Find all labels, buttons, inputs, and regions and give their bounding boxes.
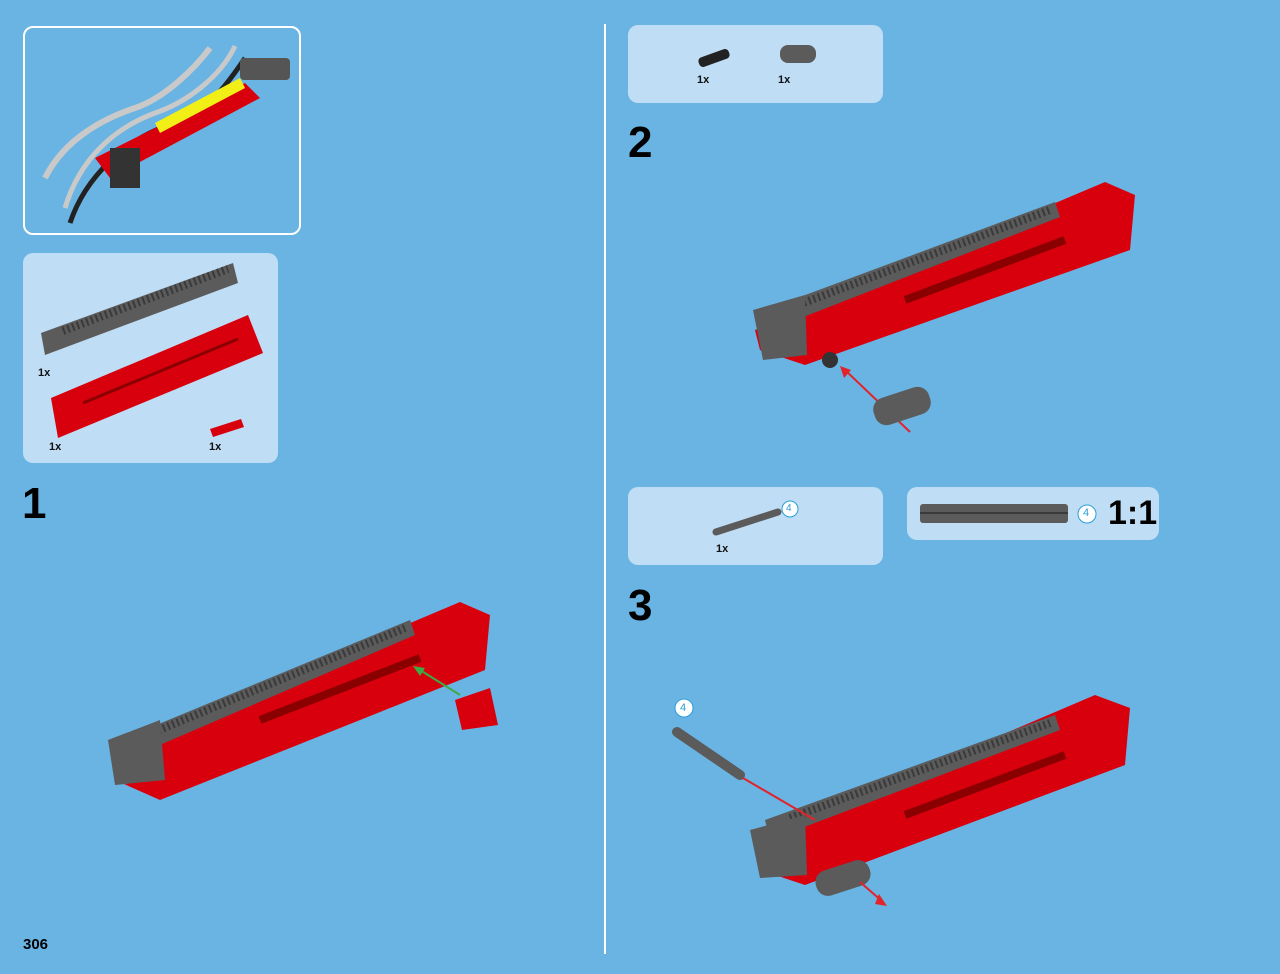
step-3-part-1-qty: 1x bbox=[716, 543, 729, 555]
scale-panel: 4 bbox=[907, 487, 1159, 540]
step-3-assembly-illustration bbox=[672, 695, 1130, 906]
step-3-part-1-length-callout: 4 bbox=[786, 503, 792, 514]
step-3-parts-illustration bbox=[712, 500, 799, 536]
step-2-part-1-qty: 1x bbox=[697, 74, 710, 86]
step-3-parts-panel: 4 1x bbox=[628, 487, 883, 565]
step-3-axle-length-callout: 4 bbox=[680, 702, 687, 714]
scale-axle-illustration bbox=[920, 504, 1097, 524]
step-2-assembly-illustration bbox=[753, 182, 1135, 433]
step-1-number: 1 bbox=[22, 479, 47, 528]
step-1-parts-panel: 1x 1x 1x bbox=[23, 253, 278, 463]
step-1-parts-illustration bbox=[41, 263, 263, 438]
scale-label: 1:1 bbox=[1108, 494, 1158, 532]
step-2-part-2-qty: 1x bbox=[778, 74, 791, 86]
step-3-number: 3 bbox=[628, 581, 653, 630]
page-number: 306 bbox=[23, 936, 49, 953]
page-divider bbox=[604, 24, 606, 954]
step-2-parts-illustration bbox=[698, 45, 816, 68]
subassembly-preview bbox=[23, 26, 301, 235]
step-1-assembly-illustration bbox=[108, 602, 498, 800]
scale-length-callout: 4 bbox=[1083, 507, 1090, 519]
step-2-number: 2 bbox=[628, 118, 653, 167]
step-1-part-3-qty: 1x bbox=[209, 441, 222, 453]
step-2-parts-panel: 1x 1x bbox=[628, 25, 883, 103]
step-1-part-1-qty: 1x bbox=[38, 367, 51, 379]
subassembly-illustration bbox=[42, 44, 290, 224]
step-1-part-2-qty: 1x bbox=[49, 441, 62, 453]
